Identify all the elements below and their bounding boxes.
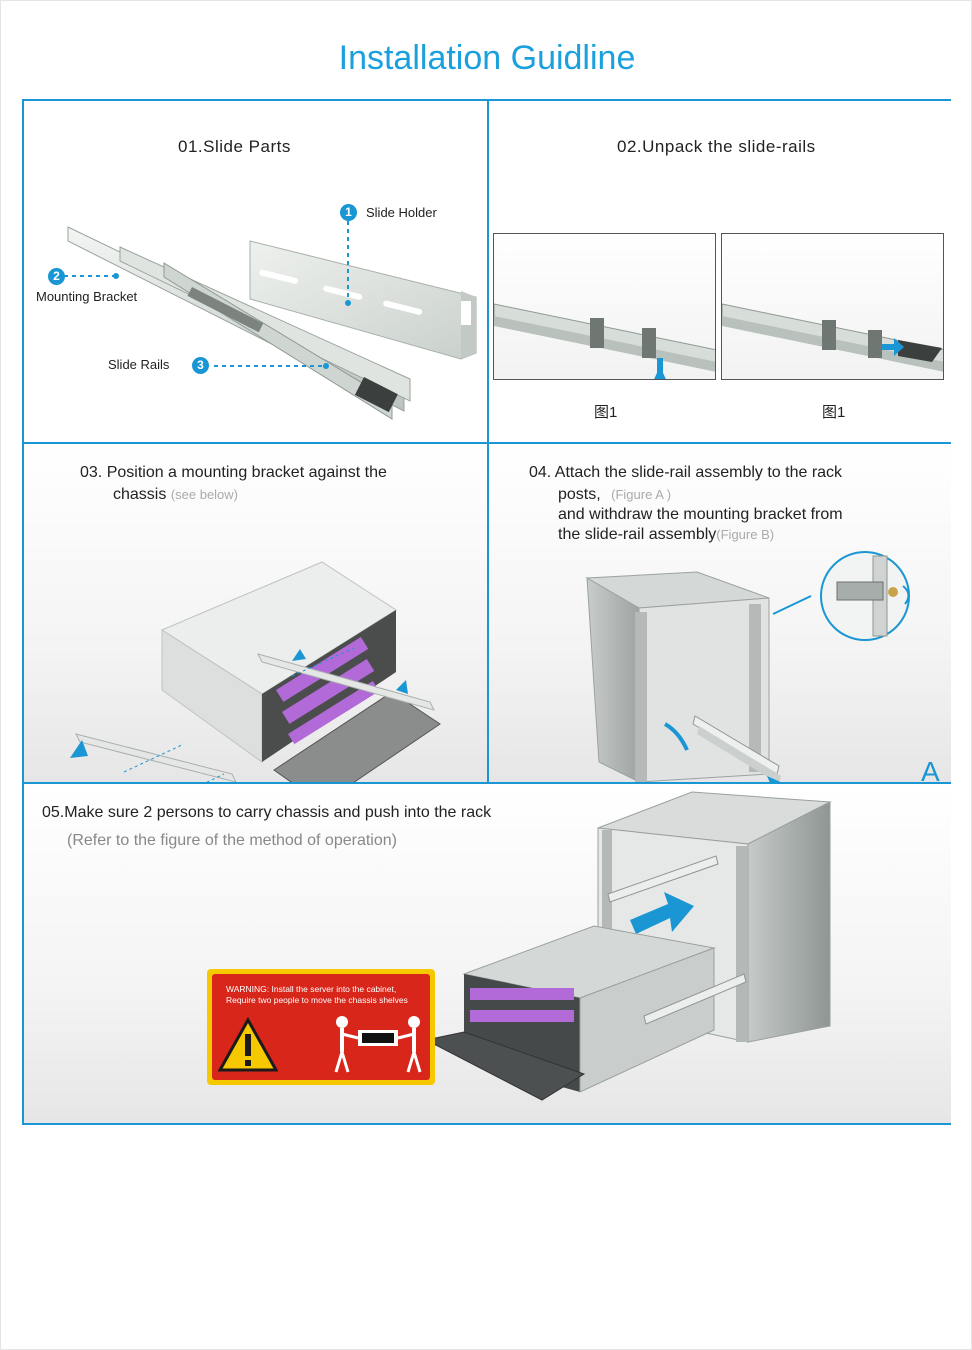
step-04-note-b: (Figure B) <box>716 527 775 542</box>
step-04-assembly-phrase: the slide-rail assembly <box>558 526 717 543</box>
figure-letter-a: A <box>921 756 940 782</box>
grid-divider-row-2 <box>24 782 949 784</box>
step-04-heading-line1: 04. Attach the slide-rail assembly to th… <box>529 464 843 481</box>
part-label-mounting-bracket: Mounting Bracket <box>36 289 138 304</box>
part-label-slide-rails: Slide Rails <box>108 357 170 372</box>
step-01-heading: 01.Slide Parts <box>178 137 291 156</box>
part-label-slide-holder: Slide Holder <box>366 205 437 220</box>
chassis-bracket-figure <box>70 561 441 782</box>
warning-line-2: Require two people to move the chassis s… <box>226 995 408 1005</box>
step-02-heading: 02.Unpack the slide-rails <box>617 137 816 156</box>
page-title: Installation Guidline <box>338 39 636 77</box>
warning-text: WARNING: Install the server into the cab… <box>226 984 426 1006</box>
unpack-figure-2 <box>721 233 944 380</box>
steps-grid: 01.Slide Parts <box>22 99 951 1125</box>
step-04-heading-line4: the slide-rail assembly(Figure B) <box>558 526 774 544</box>
step-02-panel: 02.Unpack the slide-rails <box>489 101 951 442</box>
slide-parts-figure <box>64 221 477 420</box>
unpack-caption-2: 图1 <box>822 404 846 421</box>
part-badge-3: 3 <box>192 357 209 374</box>
rack-attach-figure <box>585 551 910 782</box>
figure-letter-b-right: B <box>812 780 831 782</box>
step-04-heading-line3: and withdraw the mounting bracket from <box>558 506 843 523</box>
part-badge-2: 2 <box>48 268 65 285</box>
two-person-lift-icon <box>334 1016 422 1073</box>
warning-label: WARNING: Install the server into the cab… <box>207 969 435 1085</box>
step-03-chassis-word: chassis <box>113 486 167 503</box>
grid-divider-vertical <box>487 101 489 782</box>
step-04-panel: 04. Attach the slide-rail assembly to th… <box>489 444 951 782</box>
grid-divider-row-1 <box>24 442 949 444</box>
step-05-heading: 05.Make sure 2 persons to carry chassis … <box>42 804 492 821</box>
step-03-note: (see below) <box>170 487 239 502</box>
step-05-note: (Refer to the figure of the method of op… <box>67 832 397 849</box>
step-05-panel: 05.Make sure 2 persons to carry chassis … <box>24 784 951 1123</box>
step-03-heading-line2: chassis (see below) <box>113 486 238 504</box>
warning-triangle-icon <box>218 1016 278 1072</box>
warning-label-body: WARNING: Install the server into the cab… <box>212 974 430 1080</box>
step-04-heading-line2: posts, (Figure A ) <box>558 486 671 504</box>
step-01-panel: 01.Slide Parts <box>24 101 487 442</box>
rack-push-figure <box>424 791 832 1101</box>
step-04-note-a: (Figure A ) <box>611 487 672 502</box>
step-04-posts-word: posts, <box>558 486 601 503</box>
step-03-heading-line1: 03. Position a mounting bracket against … <box>80 464 387 481</box>
step-03-panel: 03. Position a mounting bracket against … <box>24 444 487 782</box>
warning-line-1: WARNING: Install the server into the cab… <box>226 984 397 994</box>
part-badge-1: 1 <box>340 204 357 221</box>
unpack-figure-1 <box>493 233 716 380</box>
unpack-caption-1: 图1 <box>594 404 618 421</box>
